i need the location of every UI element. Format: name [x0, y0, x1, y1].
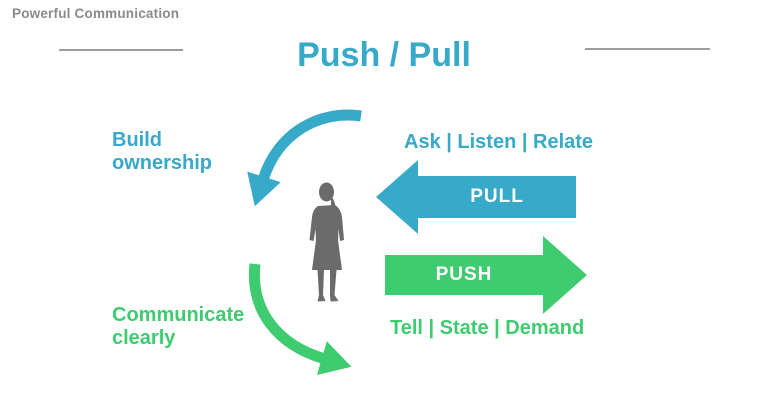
pull-caption: Build ownership [112, 129, 213, 174]
pull-arrow [376, 160, 576, 234]
pull-keywords: Ask | Listen | Relate [404, 131, 594, 153]
push-caption: Communicate clearly [112, 304, 245, 349]
push-curved-arrow [248, 263, 352, 375]
pull-curved-arrow [247, 109, 362, 207]
divider-left [59, 49, 183, 51]
push-keywords: Tell | State | Demand [390, 317, 585, 339]
divider-right [585, 48, 710, 50]
slide-title: Push / Pull [297, 36, 471, 74]
slide-header-label: Powerful Communication [12, 6, 180, 21]
pull-arrow-label: PULL [470, 186, 524, 207]
push-arrow [385, 236, 587, 314]
push-arrow-label: PUSH [435, 264, 493, 285]
woman-silhouette-icon [309, 182, 344, 302]
